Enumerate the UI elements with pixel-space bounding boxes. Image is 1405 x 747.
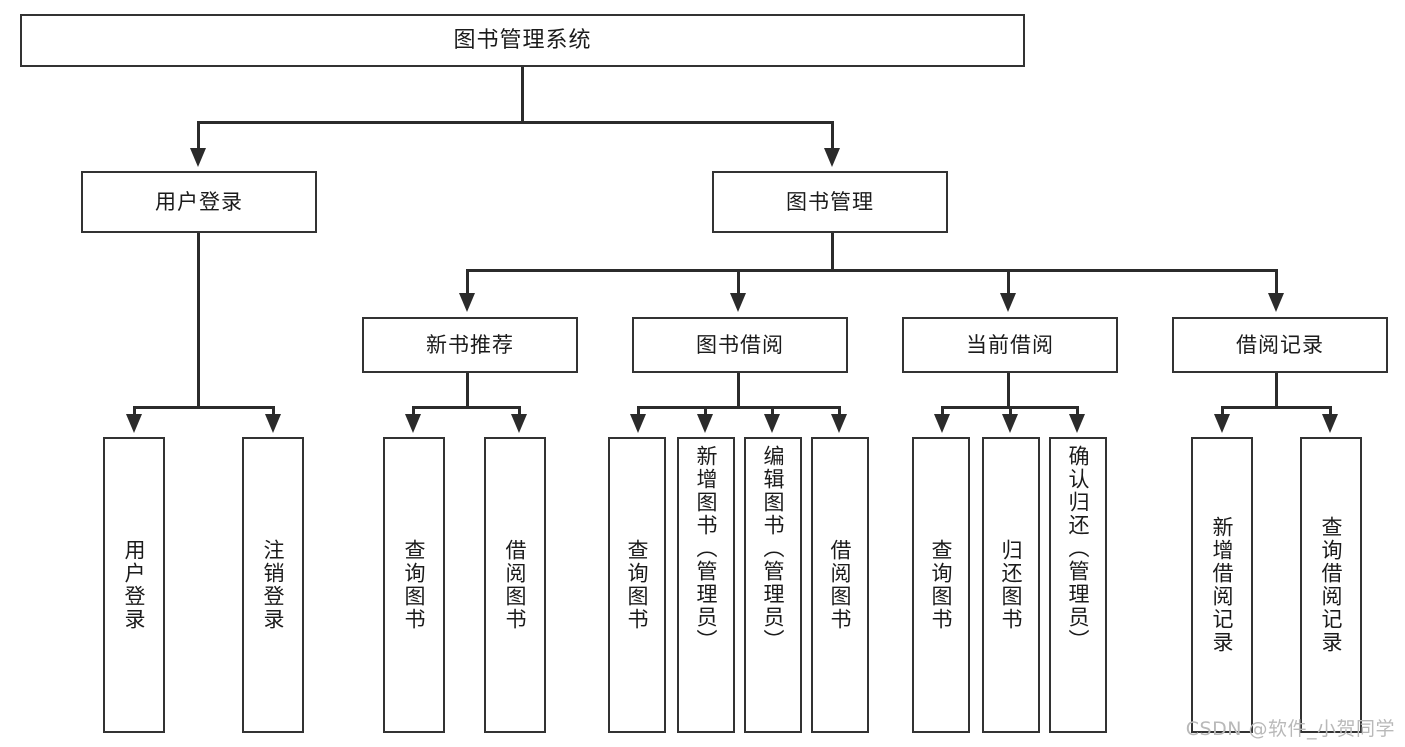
arrow-cb-confirm — [1069, 414, 1085, 433]
node-borrow-record[interactable]: 借阅记录 — [1172, 317, 1388, 373]
leaf-label: 新增图书（管理员） — [694, 445, 719, 652]
node-label: 用户登录 — [155, 189, 243, 214]
leaf-label: 归还图书 — [999, 539, 1024, 631]
connector-borrow-record-stem — [1275, 373, 1278, 408]
connector-drop-br-add — [1221, 406, 1224, 418]
arrow-cb-return — [1002, 414, 1018, 433]
connector-book-manage-stem — [831, 233, 834, 271]
connector-drop-nb-query — [412, 406, 415, 418]
connector-level2-bus — [197, 121, 834, 124]
leaf-label: 查询图书 — [625, 539, 650, 631]
arrow-leaf-user-login — [126, 414, 142, 433]
node-label: 当前借阅 — [966, 332, 1054, 357]
node-label: 新书推荐 — [426, 332, 514, 357]
leaf-user-login[interactable]: 用户登录 — [103, 437, 165, 733]
arrow-bb-query — [630, 414, 646, 433]
connector-drop-cb-confirm — [1076, 406, 1079, 418]
arrow-user-login — [190, 148, 206, 167]
leaf-label: 确认归还（管理员） — [1066, 445, 1091, 652]
connector-drop-cb-query — [941, 406, 944, 418]
connector-root-stem — [521, 67, 524, 123]
leaf-label: 查询借阅记录 — [1319, 516, 1344, 654]
connector-drop-leaf-logout — [272, 406, 275, 418]
node-current-borrow[interactable]: 当前借阅 — [902, 317, 1118, 373]
connector-drop-book-borrow — [737, 269, 740, 295]
connector-level3-bus — [466, 269, 1278, 272]
arrow-bb-borrow — [831, 414, 847, 433]
leaf-bb-borrow-book[interactable]: 借阅图书 — [811, 437, 869, 733]
arrow-cb-query — [934, 414, 950, 433]
leaf-cb-return-book[interactable]: 归还图书 — [982, 437, 1040, 733]
connector-drop-bb-borrow — [838, 406, 841, 418]
connector-drop-bb-query — [637, 406, 640, 418]
leaf-cb-query-book[interactable]: 查询图书 — [912, 437, 970, 733]
arrow-br-add — [1214, 414, 1230, 433]
node-label: 图书借阅 — [696, 332, 784, 357]
leaf-label: 查询图书 — [402, 539, 427, 631]
leaf-bb-query-book[interactable]: 查询图书 — [608, 437, 666, 733]
arrow-borrow-record — [1268, 293, 1284, 312]
leaf-logout[interactable]: 注销登录 — [242, 437, 304, 733]
connector-drop-bb-add — [704, 406, 707, 418]
node-root-system[interactable]: 图书管理系统 — [20, 14, 1025, 67]
arrow-new-book — [459, 293, 475, 312]
connector-drop-nb-borrow — [518, 406, 521, 418]
node-label: 图书管理 — [786, 189, 874, 214]
leaf-label: 借阅图书 — [828, 539, 853, 631]
arrow-book-borrow — [730, 293, 746, 312]
connector-drop-book-manage — [831, 121, 834, 151]
connector-drop-borrow-record — [1275, 269, 1278, 295]
leaf-br-add-record[interactable]: 新增借阅记录 — [1191, 437, 1253, 733]
arrow-bb-edit — [764, 414, 780, 433]
leaf-bb-edit-book[interactable]: 编辑图书（管理员） — [744, 437, 802, 733]
connector-borrow-record-bus — [1221, 406, 1331, 409]
arrow-bb-add — [697, 414, 713, 433]
connector-drop-bb-edit — [771, 406, 774, 418]
connector-book-borrow-bus — [637, 406, 839, 409]
connector-drop-leaf-user-login — [133, 406, 136, 418]
leaf-label: 借阅图书 — [503, 539, 528, 631]
connector-drop-user-login — [197, 121, 200, 151]
node-book-management[interactable]: 图书管理 — [712, 171, 948, 233]
node-book-borrow[interactable]: 图书借阅 — [632, 317, 848, 373]
leaf-bb-add-book[interactable]: 新增图书（管理员） — [677, 437, 735, 733]
arrow-nb-query — [405, 414, 421, 433]
node-label: 图书管理系统 — [453, 27, 592, 53]
arrow-book-manage — [824, 148, 840, 167]
leaf-nb-borrow-book[interactable]: 借阅图书 — [484, 437, 546, 733]
connector-user-login-stem — [197, 233, 200, 408]
connector-drop-br-query — [1329, 406, 1332, 418]
leaf-nb-query-book[interactable]: 查询图书 — [383, 437, 445, 733]
leaf-label: 用户登录 — [122, 539, 147, 631]
arrow-leaf-logout — [265, 414, 281, 433]
connector-user-login-bus — [133, 406, 275, 409]
connector-new-book-bus — [412, 406, 520, 409]
connector-book-borrow-stem — [737, 373, 740, 408]
arrow-br-query — [1322, 414, 1338, 433]
node-user-login[interactable]: 用户登录 — [81, 171, 317, 233]
connector-new-book-stem — [466, 373, 469, 408]
leaf-label: 查询图书 — [929, 539, 954, 631]
leaf-label: 编辑图书（管理员） — [761, 445, 786, 652]
leaf-label: 注销登录 — [261, 539, 286, 631]
connector-drop-cb-return — [1009, 406, 1012, 418]
arrow-nb-borrow — [511, 414, 527, 433]
arrow-current-borrow — [1000, 293, 1016, 312]
watermark: CSDN @软件_小贺同学 — [1185, 718, 1395, 740]
connector-drop-current-borrow — [1007, 269, 1010, 295]
node-label: 借阅记录 — [1236, 332, 1324, 357]
node-new-book-recommend[interactable]: 新书推荐 — [362, 317, 578, 373]
leaf-cb-confirm-return[interactable]: 确认归还（管理员） — [1049, 437, 1107, 733]
leaf-br-query-record[interactable]: 查询借阅记录 — [1300, 437, 1362, 733]
leaf-label: 新增借阅记录 — [1210, 516, 1235, 654]
connector-current-borrow-stem — [1007, 373, 1010, 408]
connector-drop-new-book — [466, 269, 469, 295]
